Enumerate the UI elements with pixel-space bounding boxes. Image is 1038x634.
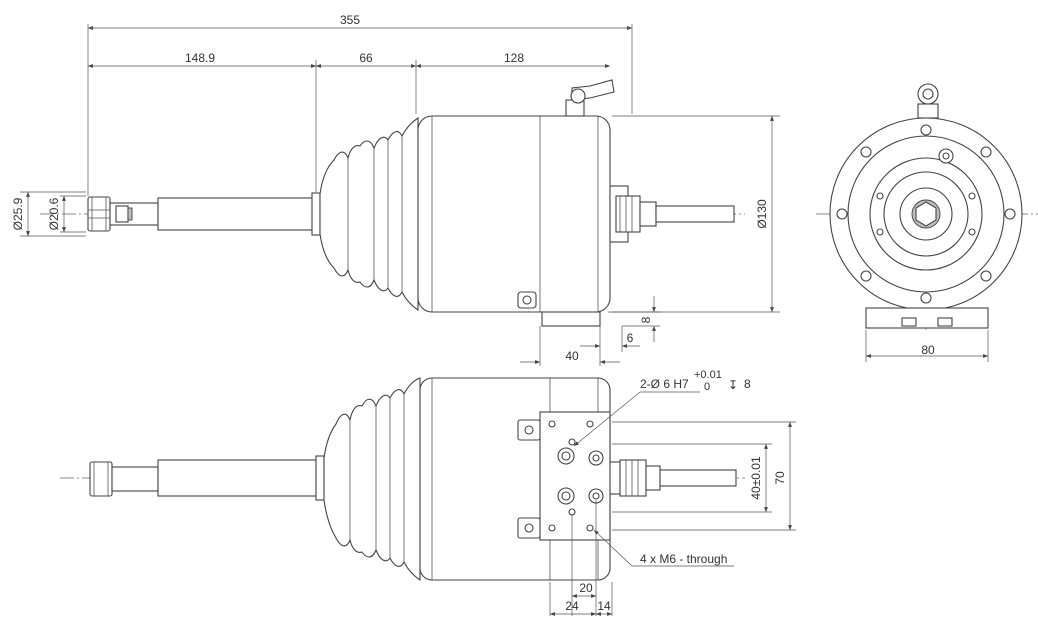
dim-edge-14: 14 bbox=[597, 599, 611, 613]
dim-dia-inner: Ø20.6 bbox=[47, 197, 61, 230]
rear-connector-top bbox=[609, 459, 737, 497]
dim-foot-height: 8 bbox=[639, 316, 653, 323]
dim-length-c: 128 bbox=[504, 51, 524, 65]
note-depth-symbol: ↧ bbox=[728, 378, 738, 392]
collet-top bbox=[89, 461, 159, 497]
top-view: 2-Ø 6 H7 +0.01 0 ↧ 8 40±0.01 70 4 x M6 -… bbox=[60, 369, 796, 616]
dim-pattern-40: 40±0.01 bbox=[749, 456, 763, 500]
dim-pitch-20: 20 bbox=[579, 581, 593, 595]
flange-bolts bbox=[836, 124, 1016, 304]
dim-dia-outer: Ø25.9 bbox=[11, 197, 25, 230]
spindle-shaft-side bbox=[157, 197, 317, 231]
rear-connector-side bbox=[609, 185, 735, 243]
note-tol-plus: +0.01 bbox=[694, 369, 722, 381]
dim-overall-length: 355 bbox=[340, 13, 360, 27]
dim-length-b: 66 bbox=[359, 51, 373, 65]
dim-end-width: 80 bbox=[921, 343, 935, 357]
spindle-shaft-top bbox=[157, 459, 317, 497]
dim-offset-6: 6 bbox=[627, 331, 634, 345]
note-taps: 4 x M6 - through bbox=[640, 552, 727, 566]
base-foot-end bbox=[865, 307, 989, 329]
dim-length-a: 148.9 bbox=[185, 51, 215, 65]
bellows-side bbox=[319, 116, 419, 312]
dim-overall-70: 70 bbox=[773, 471, 787, 485]
motor-body-side bbox=[417, 79, 615, 327]
note-depth: 8 bbox=[744, 377, 751, 391]
side-view: 355 148.9 66 128 Ø130 Ø25.9 Ø20.6 8 6 40 bbox=[11, 13, 780, 366]
mounting-plate-top bbox=[517, 411, 611, 541]
collet-side bbox=[87, 196, 159, 232]
dim-edge-24: 24 bbox=[565, 599, 579, 613]
bellows-top bbox=[323, 377, 421, 582]
dim-dia-body: Ø130 bbox=[755, 199, 769, 229]
end-view: 80 bbox=[816, 83, 1038, 362]
note-tol-zero: 0 bbox=[704, 381, 710, 393]
note-pins: 2-Ø 6 H7 bbox=[640, 377, 689, 391]
dim-width-40: 40 bbox=[565, 349, 579, 363]
